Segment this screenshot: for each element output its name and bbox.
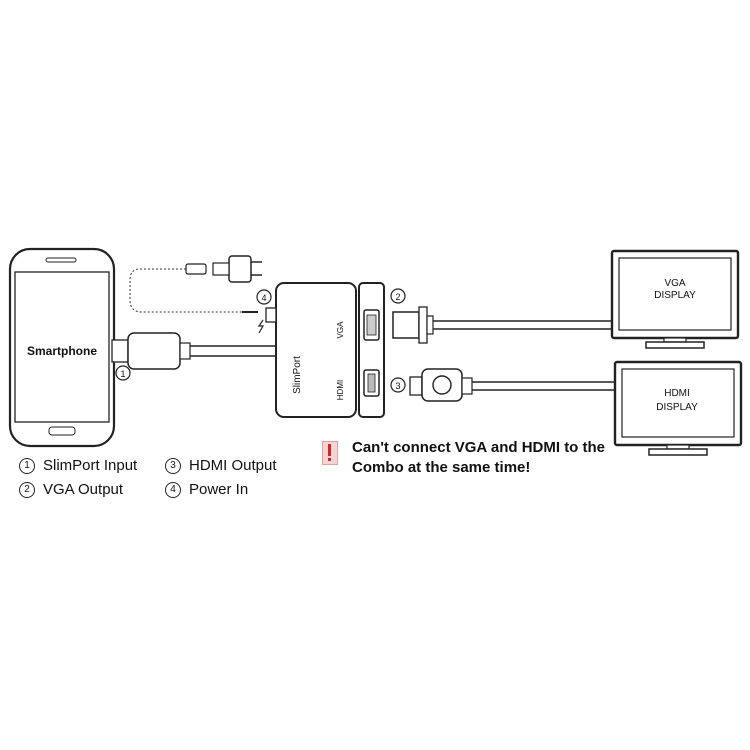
legend-number: 3 <box>165 457 181 474</box>
legend-label: HDMI Output <box>189 457 277 474</box>
legend-label: Power In <box>189 481 249 498</box>
hdmi-cable: 3 <box>390 368 628 402</box>
legend-item-hdmi-output: 3 HDMI Output <box>165 457 277 474</box>
legend-label: SlimPort Input <box>43 457 138 474</box>
vga-cable: 2 <box>390 288 625 344</box>
hdmi-display-label-line1: HDMI <box>664 388 690 399</box>
smartphone: Smartphone <box>8 247 116 448</box>
warning-icon <box>322 441 338 465</box>
slimport-adapter: SlimPort VGA HDMI <box>265 282 357 418</box>
smartphone-label: Smartphone <box>27 344 97 358</box>
callout-3: 3 <box>395 381 400 391</box>
warning-line-2: Combo at the same time! <box>352 459 531 476</box>
legend-item-vga-output: 2 VGA Output <box>19 481 123 498</box>
hdmi-display: HDMI DISPLAY <box>613 360 743 456</box>
callout-4: 4 <box>261 293 266 303</box>
hdmi-port-label: HDMI <box>336 380 345 400</box>
adapter-side-ports <box>358 282 385 418</box>
legend-number: 1 <box>19 457 35 474</box>
legend-number: 2 <box>19 481 35 498</box>
warning-line-1: Can't connect VGA and HDMI to the <box>352 439 606 456</box>
legend-item-power-in: 4 Power In <box>165 481 248 498</box>
vga-port-label: VGA <box>336 321 345 339</box>
vga-display: VGA DISPLAY <box>610 249 740 349</box>
warning-note: Can't connect VGA and HDMI to the Combo … <box>322 438 605 478</box>
vga-display-label-line2: DISPLAY <box>654 290 696 301</box>
legend-label: VGA Output <box>43 481 124 498</box>
legend-item-slimport-input: 1 SlimPort Input <box>19 457 137 474</box>
vga-display-label-line1: VGA <box>664 278 685 289</box>
hdmi-display-label-line2: DISPLAY <box>656 402 698 413</box>
callout-2: 2 <box>395 292 400 302</box>
legend-number: 4 <box>165 481 181 498</box>
callout-1: 1 <box>120 369 125 379</box>
slimport-cable: 1 <box>111 332 276 381</box>
adapter-label: SlimPort <box>292 356 303 394</box>
power-adapter: 4 <box>129 255 272 334</box>
